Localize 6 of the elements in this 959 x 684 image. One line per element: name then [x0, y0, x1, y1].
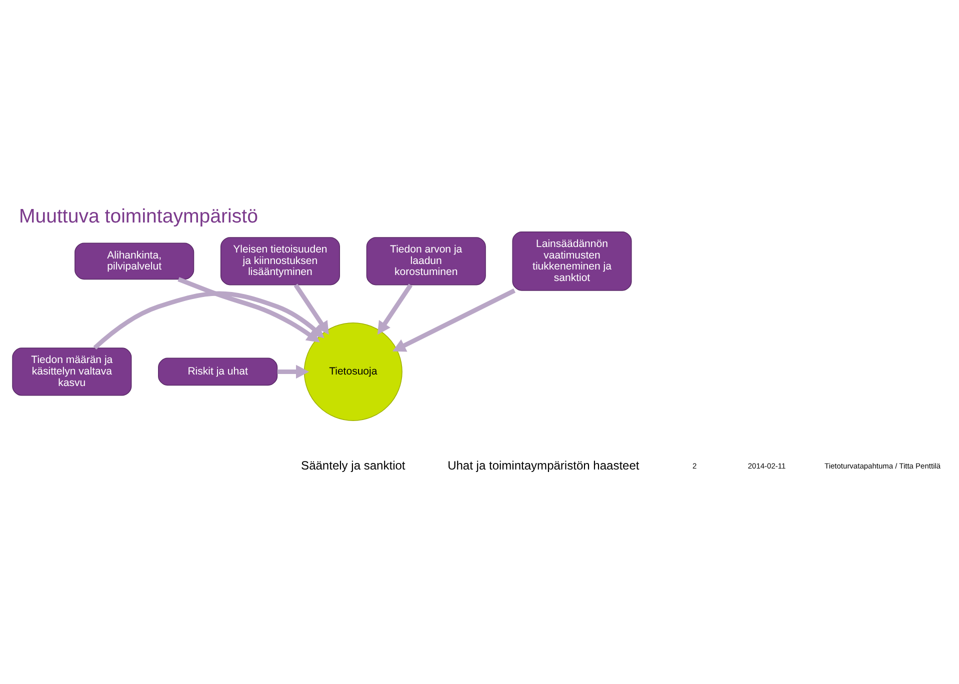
label: Tietoturvatapahtuma / Titta Penttilä: [824, 461, 941, 470]
label: 2014-02-11: [748, 461, 786, 470]
diagram-title: Muuttuva toimintaympäristö: [18, 206, 258, 228]
label: Uhat ja toimintaympäristön haasteet: [448, 458, 640, 472]
label: Sääntely ja sanktiot: [301, 458, 406, 472]
label: 2: [692, 461, 697, 470]
